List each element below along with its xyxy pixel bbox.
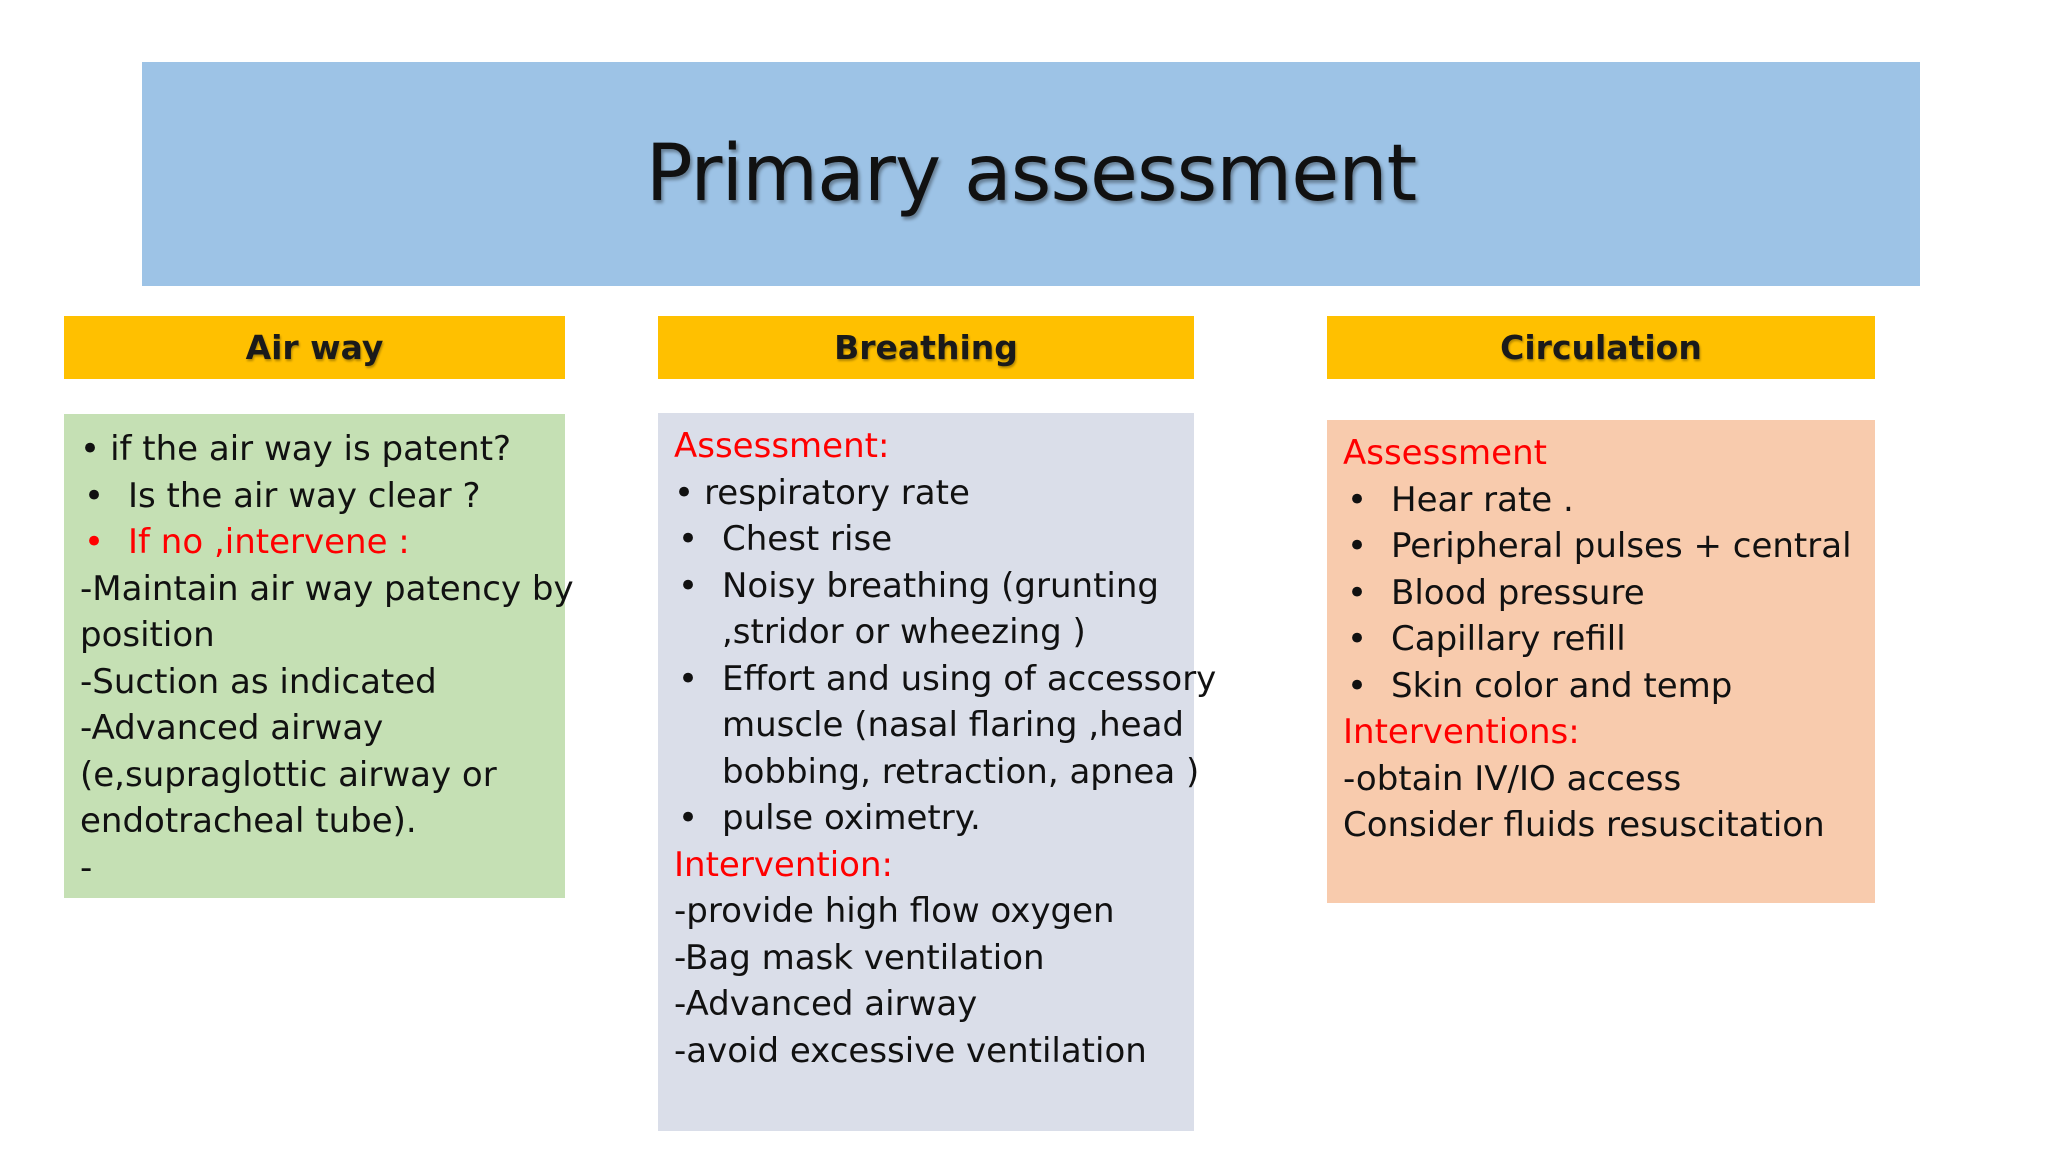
bullet-icon: • [678,798,699,838]
breathing-bullet-oximetry: • pulse oximetry. [674,795,1184,842]
airway-header-label: Air way [245,328,384,367]
bullet-icon: • [674,472,695,513]
breathing-header: Breathing [658,316,1194,379]
breathing-line-3: -Advanced airway [674,984,978,1024]
breathing-assessment-label: Assessment: [674,426,890,466]
breathing-line-4: -avoid excessive ventilation [674,1030,1147,1071]
circulation-bullet-skin: • Skin color and temp [1343,663,1863,710]
circulation-header-label: Circulation [1500,328,1702,367]
airway-header: Air way [64,316,565,379]
airway-line-3: -Suction as indicated [80,661,437,702]
airway-line-2: position [80,615,215,655]
airway-panel: •if the air way is patent? • Is the air … [64,414,574,898]
bullet-icon: • [1347,479,1368,520]
airway-line-6: endotracheal tube). [80,801,417,841]
bullet-icon: • [678,658,699,699]
bullet-icon: • [1347,526,1368,566]
breathing-panel: Assessment: •respiratory rate • Chest ri… [658,413,1216,1131]
breathing-line-2: -Bag mask ventilation [674,937,1045,978]
breathing-header-label: Breathing [834,328,1018,367]
breathing-bullet-effort: • Effort and using of accessory muscle (… [674,656,1216,796]
circulation-bullet-heart-rate: • Hear rate . [1343,477,1863,524]
circulation-line-2: Consider fluids resuscitation [1343,805,1825,845]
circulation-line-1: -obtain IV/IO access [1343,758,1682,799]
breathing-line-1: -provide high flow oxygen [674,891,1115,931]
breathing-intervention-label: Intervention: [674,844,893,885]
airway-line-5: (e,supraglottic airway or [80,754,497,795]
circulation-bullet-bp: • Blood pressure [1343,570,1863,617]
circulation-assessment-label: Assessment [1343,433,1547,473]
airway-line-1: -Maintain air way patency by [80,568,574,609]
breathing-bullet-rate: •respiratory rate [674,470,1184,517]
bullet-icon: • [84,522,105,562]
bullet-icon: • [80,429,101,469]
airway-bullet-intervene: • If no ,intervene : [80,519,551,566]
bullet-icon: • [1347,619,1368,659]
airway-bullet-patent: •if the air way is patent? [80,426,551,473]
circulation-interventions-label: Interventions: [1343,712,1580,752]
airway-bullet-clear: • Is the air way clear ? [80,473,551,520]
airway-line-4: -Advanced airway [80,708,384,748]
bullet-icon: • [678,519,699,559]
slide-title: Primary assessment [645,129,1418,219]
circulation-header: Circulation [1327,316,1875,379]
bullet-icon: • [1347,572,1368,613]
circulation-bullet-pulses: • Peripheral pulses + central [1343,523,1863,570]
title-banner: Primary assessment [142,62,1920,286]
bullet-icon: • [1347,665,1368,706]
breathing-bullet-chest: • Chest rise [674,516,1184,563]
bullet-icon: • [84,475,105,516]
circulation-panel: Assessment • Hear rate . • Peripheral pu… [1327,420,1875,903]
circulation-bullet-capillary: • Capillary refill [1343,616,1863,663]
breathing-bullet-noisy: • Noisy breathing (grunting ,stridor or … [674,563,1184,656]
airway-line-7: - [80,847,93,888]
bullet-icon: • [678,565,699,606]
